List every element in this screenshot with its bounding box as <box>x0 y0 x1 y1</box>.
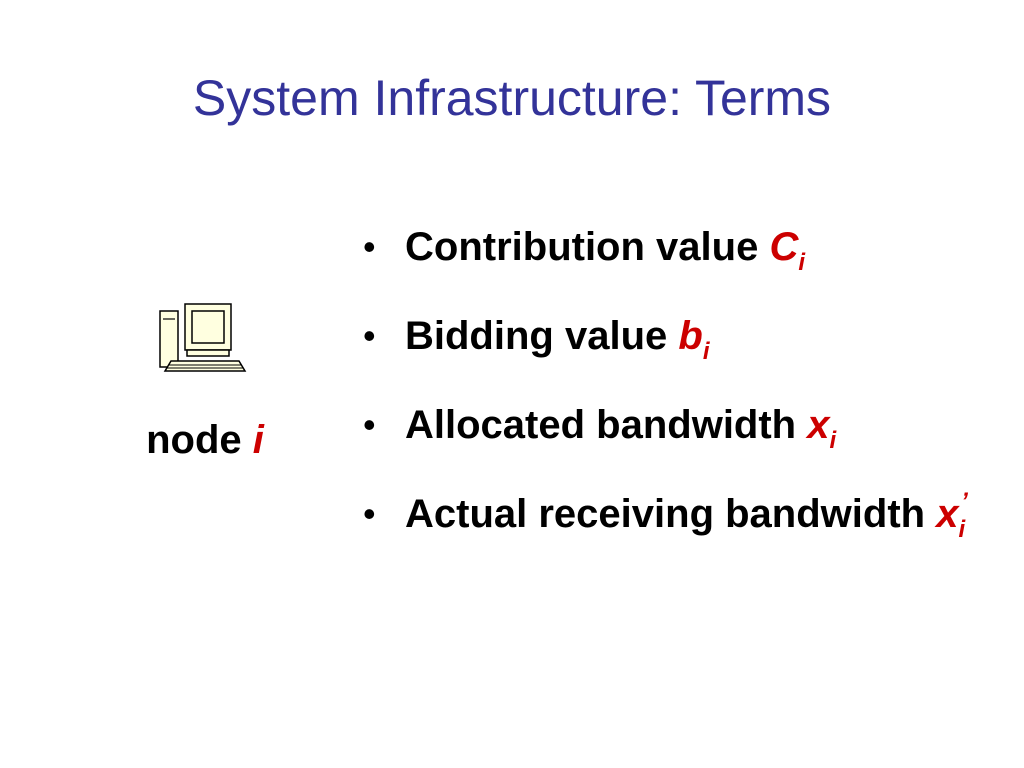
terms-list: • Contribution value Ci • Bidding value … <box>363 218 1003 543</box>
term-symbol: x <box>807 403 830 447</box>
term-subscript: i <box>829 427 837 454</box>
bullet-icon: • <box>363 226 376 267</box>
term-symbol: x <box>936 492 959 536</box>
term-text: Contribution value <box>405 225 759 269</box>
computer-keyboard <box>163 360 247 372</box>
list-item: • Contribution value Ci <box>363 218 1003 276</box>
computer-icon <box>159 303 247 372</box>
bullet-icon: • <box>363 315 376 356</box>
list-item: • Allocated bandwidth xi <box>363 396 1003 454</box>
list-item: • Actual receiving bandwidth xi’ <box>363 485 1003 543</box>
bullet-icon: • <box>363 493 376 534</box>
computer-screen <box>191 310 225 344</box>
term-subscript: i <box>798 249 806 276</box>
term-text: Allocated bandwidth <box>405 403 797 447</box>
term-subscript: i <box>958 516 966 543</box>
bullet-icon: • <box>363 404 376 445</box>
term-text: Actual receiving bandwidth <box>405 492 926 536</box>
term-symbol: b <box>678 314 703 358</box>
node-variable: i <box>252 418 264 462</box>
node-label: node i <box>105 412 305 468</box>
term-text: Bidding value <box>405 314 668 358</box>
term-subscript: i <box>702 338 710 365</box>
term-superscript: ’ <box>961 488 968 515</box>
slide-title: System Infrastructure: Terms <box>192 70 832 126</box>
term-symbol: C <box>769 225 799 269</box>
list-item: • Bidding value bi <box>363 307 1003 365</box>
node-label-text: node <box>146 418 242 462</box>
